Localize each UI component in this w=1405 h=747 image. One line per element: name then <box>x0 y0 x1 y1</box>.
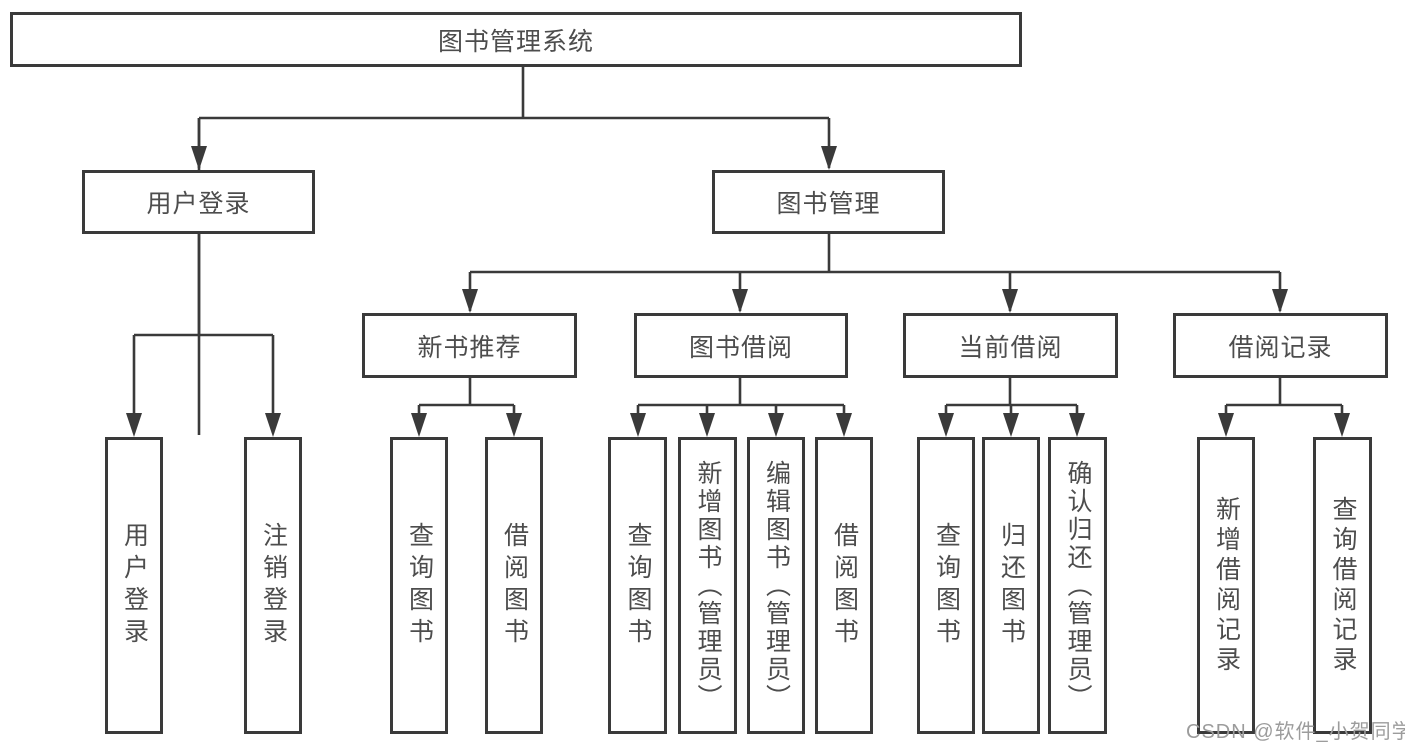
leaf-borrow-books-recommend: 借阅图书 <box>485 437 543 734</box>
connector-book-management <box>468 234 1282 311</box>
node-book-management: 图书管理 <box>712 170 945 234</box>
connector-book-borrow <box>636 378 846 433</box>
leaf-query-books-borrow: 查询图书 <box>608 437 667 734</box>
leaf-query-borrow-record: 查询借阅记录 <box>1313 437 1372 734</box>
node-label: 图书借阅 <box>688 333 793 362</box>
connector-borrow-records <box>1224 378 1344 433</box>
connector-user-login <box>132 234 275 433</box>
arrow-book-borrow <box>732 289 748 313</box>
leaf-label: 用户登录 <box>120 521 149 650</box>
arrow-leaf-8 <box>836 413 852 437</box>
arrow-leaf-4 <box>506 413 522 437</box>
connector-paths <box>132 67 1344 435</box>
arrow-leaf-6 <box>699 413 715 437</box>
leaf-label: 查询图书 <box>932 521 961 650</box>
arrow-leaf-2 <box>265 413 281 437</box>
node-label: 新书推荐 <box>417 333 522 362</box>
leaf-label: 借阅图书 <box>500 521 529 650</box>
arrow-leaf-10 <box>1003 413 1019 437</box>
node-new-book-recommend: 新书推荐 <box>362 313 577 378</box>
arrow-leaf-1 <box>126 413 142 437</box>
leaf-label: 新增图书（管理员） <box>694 459 722 712</box>
leaf-label: 新增借阅记录 <box>1212 495 1241 676</box>
leaf-label: 确认归还（管理员） <box>1064 459 1092 712</box>
leaf-user-login: 用户登录 <box>105 437 163 734</box>
leaf-add-books-admin: 新增图书（管理员） <box>678 437 737 734</box>
leaf-confirm-return-admin: 确认归还（管理员） <box>1048 437 1107 734</box>
leaf-label: 查询图书 <box>405 521 434 650</box>
node-label: 当前借阅 <box>958 333 1063 362</box>
leaf-label: 注销登录 <box>259 521 288 650</box>
arrow-leaf-13 <box>1334 413 1350 437</box>
leaf-query-books-recommend: 查询图书 <box>390 437 448 734</box>
node-user-login: 用户登录 <box>82 170 315 234</box>
node-book-borrow: 图书借阅 <box>634 313 848 378</box>
node-label: 图书管理 <box>776 190 881 218</box>
arrowheads <box>126 146 1350 437</box>
leaf-borrow-books: 借阅图书 <box>815 437 873 734</box>
arrow-current-borrow <box>1002 289 1018 313</box>
arrow-leaf-3 <box>411 413 427 437</box>
connector-root <box>197 67 831 435</box>
arrow-new-book <box>462 289 478 313</box>
node-label: 借阅记录 <box>1228 333 1333 362</box>
node-label: 图书管理系统 <box>437 27 594 56</box>
arrow-leaf-5 <box>630 413 646 437</box>
leaf-label: 编辑图书（管理员） <box>762 459 791 712</box>
node-current-borrow: 当前借阅 <box>903 313 1118 378</box>
leaf-return-books: 归还图书 <box>982 437 1040 734</box>
arrow-leaf-11 <box>1069 413 1085 437</box>
node-borrow-records: 借阅记录 <box>1173 313 1388 378</box>
leaf-label: 归还图书 <box>997 521 1026 650</box>
node-library-management-system: 图书管理系统 <box>10 12 1022 67</box>
leaf-logout: 注销登录 <box>244 437 302 734</box>
csdn-watermark: CSDN @软件_小贺同学 <box>1186 721 1405 743</box>
leaf-add-borrow-record: 新增借阅记录 <box>1197 437 1255 734</box>
leaf-label: 查询图书 <box>624 521 652 650</box>
arrow-leaf-7 <box>768 413 784 437</box>
leaf-edit-books-admin: 编辑图书（管理员） <box>747 437 805 734</box>
connector-new-book <box>417 378 516 433</box>
arrow-book-management <box>821 146 837 170</box>
arrow-leaf-12 <box>1218 413 1234 437</box>
arrow-user-login <box>191 146 207 170</box>
leaf-label: 查询借阅记录 <box>1329 495 1357 676</box>
arrow-leaf-9 <box>938 413 954 437</box>
arrow-borrow-records <box>1272 289 1288 313</box>
node-label: 用户登录 <box>146 190 251 218</box>
leaf-query-books-current: 查询图书 <box>917 437 975 734</box>
leaf-label: 借阅图书 <box>830 521 859 650</box>
